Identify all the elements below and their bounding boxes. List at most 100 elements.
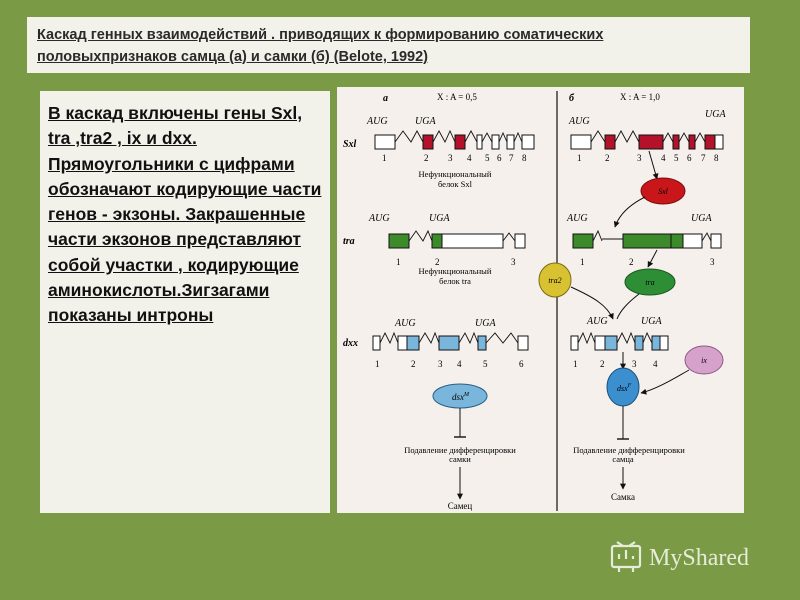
sxl-protein-label: Sxl xyxy=(658,187,669,196)
exon-box xyxy=(506,134,515,150)
exon-number: 3 xyxy=(438,359,443,369)
intron-zigzag xyxy=(498,131,508,143)
exon-number: 1 xyxy=(375,359,380,369)
panel-b-label: б xyxy=(569,93,575,104)
exon-box xyxy=(372,335,381,351)
suppress-male-label: самца xyxy=(612,454,634,464)
exon-number: 1 xyxy=(382,153,387,163)
exon-number: 2 xyxy=(411,359,416,369)
exon-number: 4 xyxy=(661,153,666,163)
exon-box xyxy=(704,134,716,150)
suppress-male-label: Подавление дифференцировки xyxy=(573,445,685,455)
exon-number: 4 xyxy=(467,153,472,163)
tra2-protein-ellipse xyxy=(538,262,572,298)
exon-number: 2 xyxy=(600,359,605,369)
intron-zigzag xyxy=(464,130,478,143)
exon-number: 2 xyxy=(424,153,429,163)
exon-number: 3 xyxy=(632,359,637,369)
exon-box xyxy=(388,233,410,249)
intron-zigzag xyxy=(616,331,636,345)
exon-box xyxy=(570,335,579,351)
outcome-female-label: Самка xyxy=(611,492,635,502)
regulation-arrow xyxy=(640,369,690,395)
exon-box xyxy=(374,134,396,150)
exon-number: 8 xyxy=(714,153,719,163)
exon-box xyxy=(406,335,420,351)
intron-zigzag xyxy=(458,331,479,345)
panel-a-aug-tra: AUG xyxy=(368,213,390,224)
exon-box xyxy=(651,335,661,351)
exon-number: 3 xyxy=(710,257,715,267)
exon-box xyxy=(431,233,443,249)
exon-number: 7 xyxy=(701,153,706,163)
dsx-female-label: dsxF xyxy=(617,383,632,393)
panel-a: а X : A = 0,5 AUG UGA Sxl 1 2 3 4 5 6 7 … xyxy=(343,92,535,511)
panel-b-uga-sxl: UGA xyxy=(705,109,726,120)
panel-a-aug-sxl: AUG xyxy=(366,116,388,127)
gene-label-sxl: Sxl xyxy=(343,139,357,150)
exon-box xyxy=(441,233,504,249)
intron-zigzag xyxy=(485,332,519,344)
exon-number: 6 xyxy=(687,153,692,163)
panel-a-uga-dsx: UGA xyxy=(475,318,496,329)
exon-box xyxy=(477,335,487,351)
exon-number: 2 xyxy=(605,153,610,163)
panel-a-label: а xyxy=(383,93,388,104)
tra2-protein-label: tra2 xyxy=(548,276,561,285)
regulation-arrow xyxy=(613,196,646,228)
exon-box xyxy=(491,134,500,150)
intron-zigzag xyxy=(701,232,712,242)
diagram-background xyxy=(337,87,744,513)
panel-b-uga-tra: UGA xyxy=(691,213,712,224)
exon-number: 3 xyxy=(511,257,516,267)
intron-zigzag xyxy=(394,130,424,143)
translation-arrow xyxy=(647,249,658,268)
exon-box xyxy=(570,134,592,150)
exon-box xyxy=(659,335,669,351)
intron-zigzag xyxy=(513,131,523,143)
intron-zigzag xyxy=(614,130,640,143)
sxl-protein-ellipse xyxy=(640,177,686,205)
exon-number: 1 xyxy=(573,359,578,369)
gene-label-dxx: dxx xyxy=(343,338,358,349)
ix-protein-label: ix xyxy=(701,356,707,365)
exon-box xyxy=(521,134,535,150)
intron-zigzag xyxy=(408,229,433,242)
intron-zigzag xyxy=(418,331,440,345)
exon-number: 6 xyxy=(519,359,524,369)
exon-box xyxy=(634,335,644,351)
nonfunctional-tra-label: Нефункциональный xyxy=(419,266,492,276)
exon-box xyxy=(622,233,672,249)
gene-cascade-diagram: а X : A = 0,5 AUG UGA Sxl 1 2 3 4 5 6 7 … xyxy=(337,87,744,513)
intron-zigzag xyxy=(577,331,596,345)
intron-zigzag xyxy=(678,132,690,143)
intron-zigzag xyxy=(592,229,603,242)
exon-number: 1 xyxy=(577,153,582,163)
intron-zigzag xyxy=(481,132,493,143)
exon-box xyxy=(714,134,724,150)
exon-number: 1 xyxy=(580,257,585,267)
exon-number: 8 xyxy=(522,153,527,163)
nonfunctional-sxl-label: белок Sxl xyxy=(438,179,473,189)
panel-b-ratio: X : A = 1,0 xyxy=(620,92,660,102)
exon-number: 2 xyxy=(629,257,634,267)
exon-box xyxy=(688,134,696,150)
exon-number: 4 xyxy=(653,359,658,369)
exon-box xyxy=(604,134,616,150)
exon-box xyxy=(517,335,529,351)
exon-number: 5 xyxy=(674,153,679,163)
suppress-female-label: самки xyxy=(449,454,471,464)
tra-protein-ellipse xyxy=(624,268,676,296)
exon-number: 3 xyxy=(448,153,453,163)
exon-box xyxy=(682,233,703,249)
description-box: В каскад включены гены Sxl, tra ,tra2 , … xyxy=(40,91,330,513)
panel-a-uga-tra: UGA xyxy=(429,213,450,224)
dsx-male-label: dsxM xyxy=(452,392,470,402)
exon-number: 5 xyxy=(485,153,490,163)
exon-box xyxy=(710,233,722,249)
exon-box xyxy=(422,134,434,150)
intron-zigzag xyxy=(379,331,399,345)
exon-box xyxy=(670,233,684,249)
exon-number: 6 xyxy=(497,153,502,163)
exon-box xyxy=(594,335,606,351)
